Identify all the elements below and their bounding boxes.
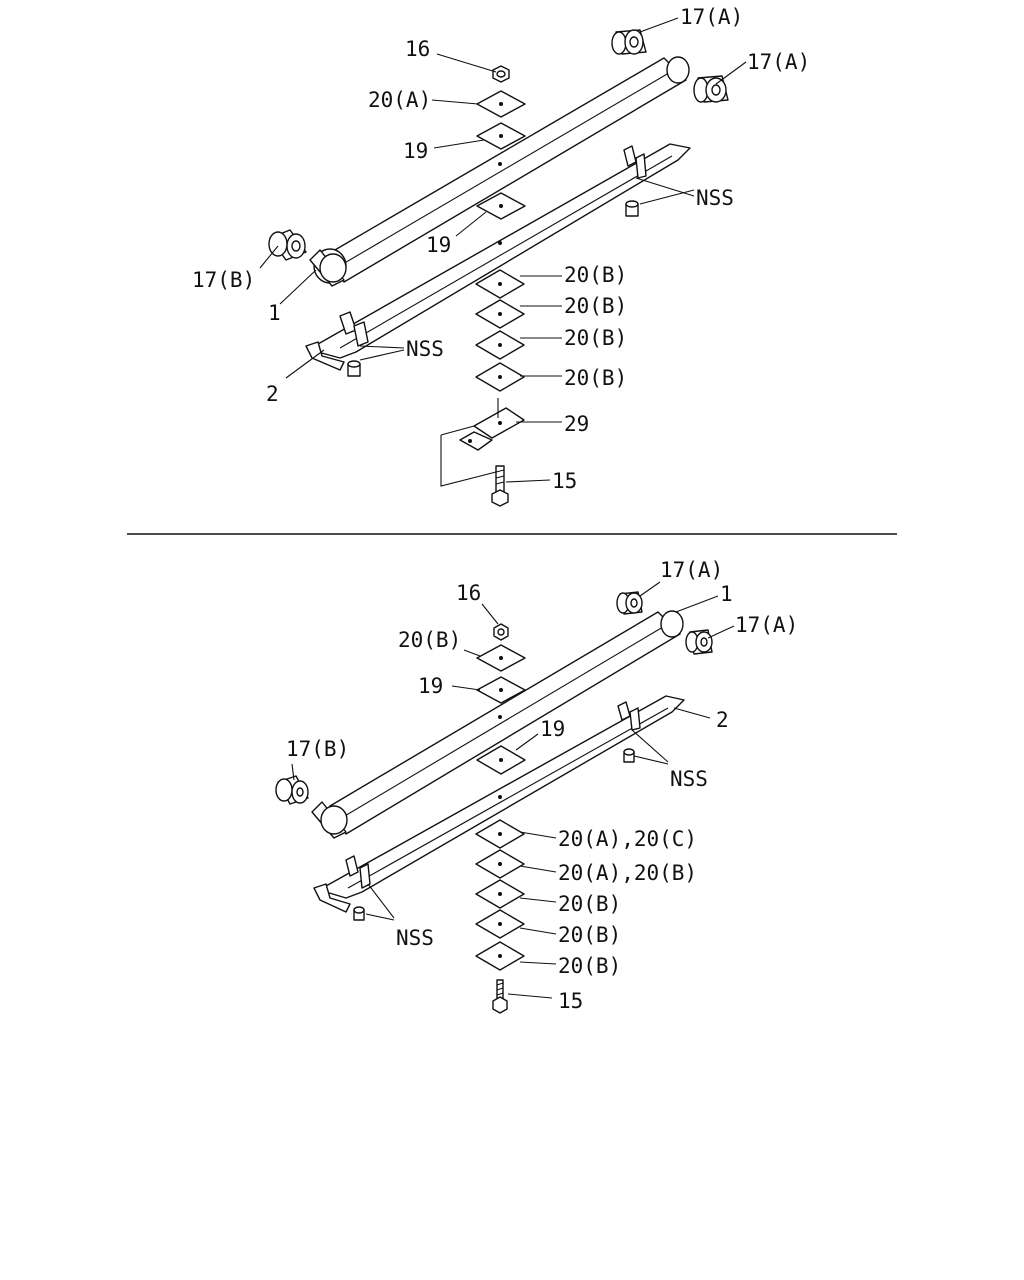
- main-leaf-1-lower: [311, 610, 684, 839]
- plate-19-upper-mid: [476, 192, 526, 220]
- label-19-lower-mid: 19: [540, 717, 565, 741]
- plate-20a-upper: [476, 90, 526, 118]
- bushing-17a-right-lower: [685, 629, 713, 655]
- label-20a-20b-lower: 20(A),20(B): [558, 861, 697, 885]
- label-20b-upper-1: 20(B): [564, 263, 627, 287]
- label-16-lower: 16: [456, 581, 481, 605]
- bushing-17b: [268, 229, 307, 261]
- label-1-lower: 1: [720, 582, 733, 606]
- label-17b-lower: 17(B): [286, 737, 349, 761]
- label-20b-lower-top: 20(B): [398, 628, 461, 652]
- plate-20b-upper-3: [475, 330, 525, 360]
- bushing-17a-right: [693, 75, 729, 103]
- label-20b-lower-2: 20(B): [558, 923, 621, 947]
- plate-19-lower-mid: [476, 745, 526, 775]
- plate-20b-lower-1: [475, 879, 525, 909]
- plate-20a-20b-lower: [475, 849, 525, 879]
- bolt-15-lower: [492, 979, 508, 1014]
- plate-20b-upper-4: [475, 362, 525, 392]
- label-20a-20c-lower: 20(A),20(C): [558, 827, 697, 851]
- plate-20a-20c-lower: [475, 819, 525, 849]
- rivet-nss-right: [625, 200, 639, 217]
- bracket-enclosure-line: [440, 435, 497, 487]
- label-2-upper: 2: [266, 382, 279, 406]
- plate-20b-lower-3: [475, 941, 525, 971]
- bracket-29: [459, 398, 525, 451]
- label-19-upper-top: 19: [403, 139, 428, 163]
- bushing-17a-top: [611, 29, 647, 55]
- label-19-upper-mid: 19: [426, 233, 451, 257]
- plate-20b-lower-top: [476, 644, 526, 672]
- label-nss-left-upper: NSS: [406, 337, 444, 361]
- bushing-17a-top-lower: [616, 591, 643, 615]
- label-17b-upper: 17(B): [192, 268, 255, 292]
- label-19-lower-top: 19: [418, 674, 443, 698]
- plate-19-upper-top: [476, 122, 526, 150]
- label-nss-right-lower: NSS: [670, 767, 708, 791]
- lower-assembly: 16 17(A) 1 17(A) 20(B) 19 19 2 17(B) NSS…: [275, 558, 798, 1014]
- label-20b-upper-3: 20(B): [564, 326, 627, 350]
- label-20a-upper: 20(A): [368, 88, 431, 112]
- label-17a-right-lower: 17(A): [735, 613, 798, 637]
- label-29-upper: 29: [564, 412, 589, 436]
- label-nss-left-lower: NSS: [396, 926, 434, 950]
- nut-16-upper: [492, 65, 510, 83]
- helper-leaf-2: [305, 143, 691, 371]
- rivet-nss-left: [347, 360, 361, 377]
- nut-16-lower: [493, 623, 509, 641]
- label-20b-upper-4: 20(B): [564, 366, 627, 390]
- label-20b-upper-2: 20(B): [564, 294, 627, 318]
- label-17a-top-lower: 17(A): [660, 558, 723, 582]
- rivet-nss-left-lower: [353, 906, 365, 921]
- label-2-lower: 2: [716, 708, 729, 732]
- label-20b-lower-3: 20(B): [558, 954, 621, 978]
- label-17a-top-upper: 17(A): [680, 5, 743, 29]
- helper-leaf-2-lower: [313, 695, 685, 913]
- rivet-nss-right-lower: [623, 748, 635, 763]
- plate-20b-lower-2: [475, 909, 525, 939]
- bushing-17b-lower: [275, 775, 309, 805]
- label-16-upper: 16: [405, 37, 430, 61]
- label-nss-right-upper: NSS: [696, 186, 734, 210]
- main-leaf-1: [309, 56, 690, 287]
- label-20b-lower-1: 20(B): [558, 892, 621, 916]
- plate-20b-upper-2: [475, 299, 525, 329]
- upper-assembly: 16 17(A) 17(A) 20(A) 19 NSS 19 17(B) 1 2…: [192, 5, 810, 507]
- plate-20b-upper-1: [475, 269, 525, 299]
- plate-19-lower-top: [476, 676, 526, 704]
- bolt-15-upper: [491, 465, 509, 507]
- label-15-upper: 15: [552, 469, 577, 493]
- label-17a-right-upper: 17(A): [747, 50, 810, 74]
- label-15-lower: 15: [558, 989, 583, 1013]
- label-1-upper: 1: [268, 301, 281, 325]
